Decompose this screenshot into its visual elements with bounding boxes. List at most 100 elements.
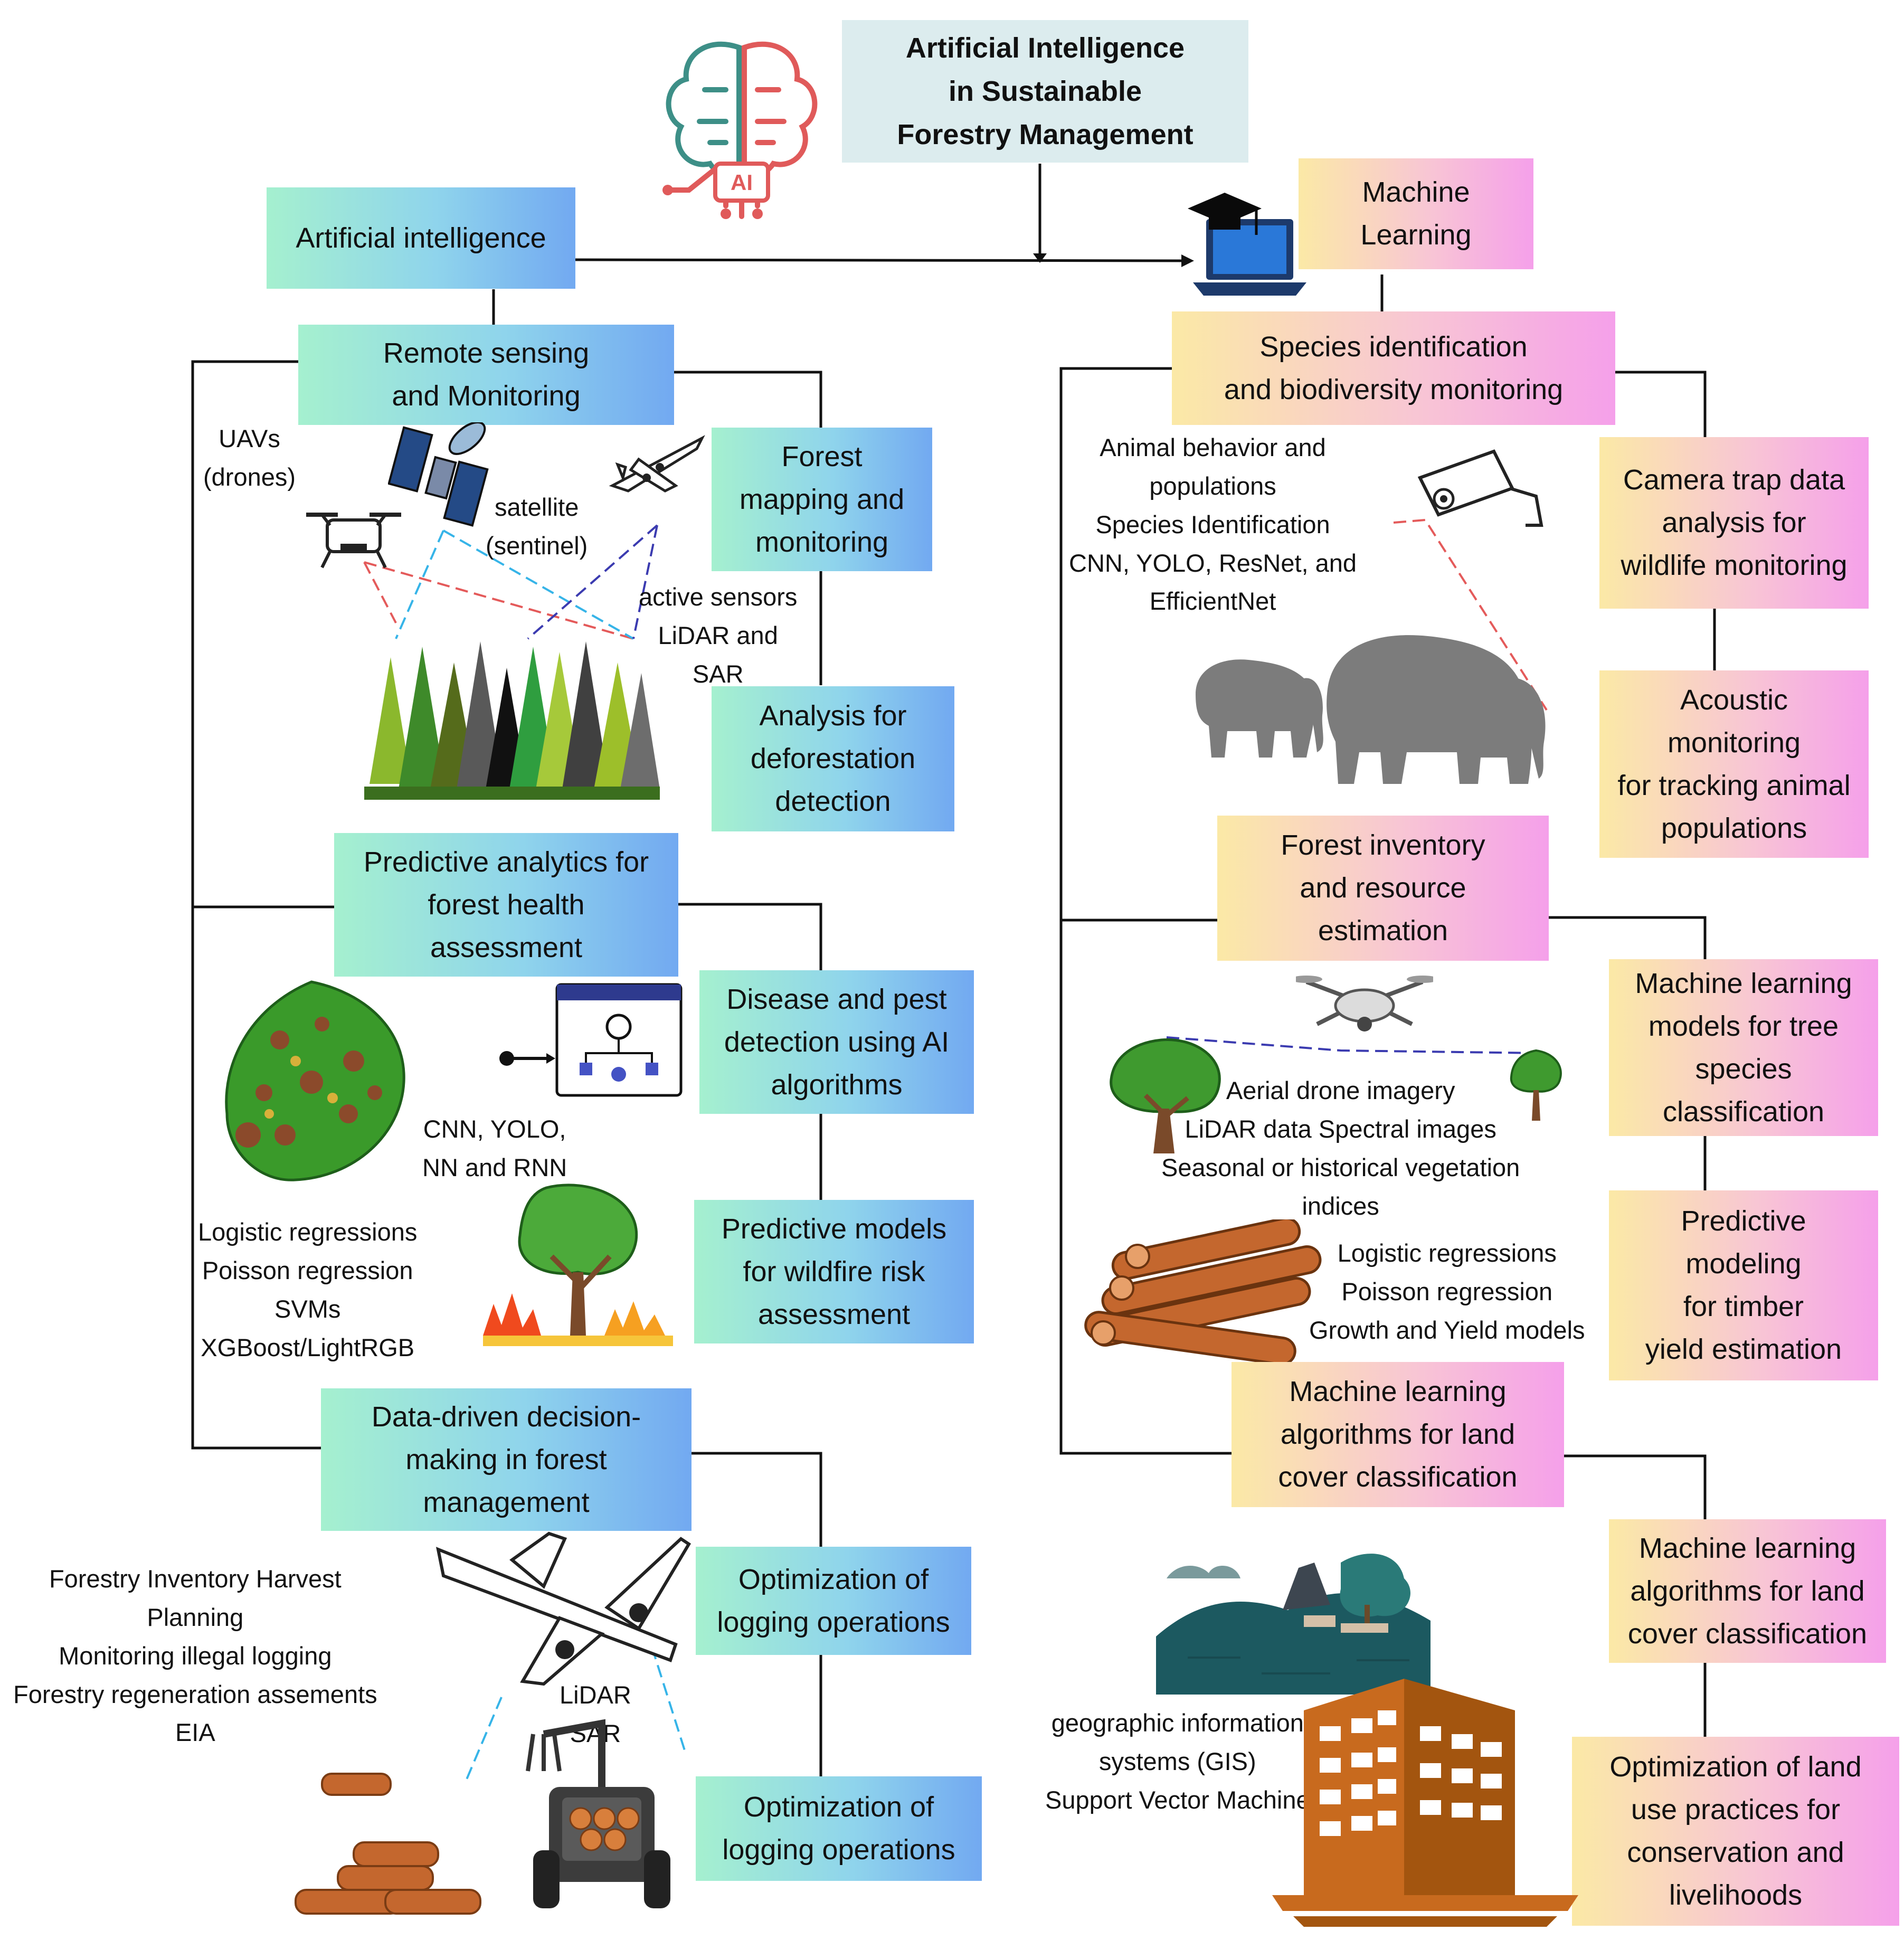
- logging-optimization-1-line-2: logging operations: [717, 1606, 950, 1638]
- aerial-imagery-line-1: Aerial drone imagery: [1226, 1076, 1455, 1104]
- forestry-uses-line-2: Planning: [147, 1603, 244, 1631]
- artificial-intelligence-node: Artificial intelligence: [267, 187, 575, 289]
- forest-inventory-line-2: and resource: [1300, 872, 1466, 904]
- acoustic-monitoring-line-4: populations: [1661, 812, 1807, 844]
- active-sensors-label: active sensors LiDAR and SAR: [639, 578, 797, 694]
- wildfire-risk-node: Predictive models for wildfire risk asse…: [694, 1200, 974, 1343]
- forest-mapping-node: Forest mapping and monitoring: [712, 428, 932, 571]
- tree-species-line-4: classification: [1662, 1095, 1825, 1128]
- forestry-uses-line-1: Forestry Inventory Harvest: [49, 1565, 342, 1593]
- security-camera-icon: [1417, 449, 1543, 527]
- land-cover-line-1: Machine learning: [1289, 1376, 1507, 1407]
- species-identification-line-1: Species identification: [1259, 330, 1528, 363]
- aerial-imagery-line-3: Seasonal or historical vegetation: [1161, 1153, 1520, 1181]
- predictive-analytics-node: Predictive analytics for forest health a…: [334, 833, 678, 977]
- remote-sensing-node: Remote sensing and Monitoring: [298, 325, 674, 425]
- logging-optimization-2-line-1: Optimization of: [743, 1791, 934, 1823]
- forest-inventory-line-1: Forest inventory: [1281, 829, 1485, 861]
- timber-logs-icon: [1084, 1219, 1322, 1362]
- camera-trap-line-1: Camera trap data: [1623, 464, 1845, 496]
- disease-pest-node: Disease and pest detection using AI algo…: [699, 970, 974, 1114]
- aerial-imagery-line-2: LiDAR data Spectral images: [1185, 1114, 1496, 1143]
- satellite-label: satellite (sentinel): [486, 488, 588, 565]
- remote-sensing-line-1: Remote sensing: [383, 337, 590, 369]
- land-cover-node: Machine learning algorithms for land cov…: [1232, 1362, 1564, 1507]
- tree-species-node: Machine learning models for tree species…: [1609, 959, 1878, 1136]
- machine-learning-line-1: Machine: [1362, 176, 1470, 208]
- forest-mapping-line-2: mapping and: [739, 483, 905, 515]
- land-use-line-3: conservation and: [1627, 1837, 1844, 1868]
- wildfire-risk-line-3: assessment: [757, 1298, 911, 1330]
- forest-inventory-node: Forest inventory and resource estimation: [1217, 816, 1549, 961]
- ai-brain-icon: AI: [662, 41, 818, 219]
- cargo-plane-icon: [435, 1531, 691, 1686]
- uavs-label: UAVs (drones): [203, 420, 296, 497]
- satellite-icon: [388, 422, 489, 527]
- logging-optimization-node-1: Optimization of logging operations: [696, 1547, 971, 1655]
- diseased-leaf-icon: [225, 980, 405, 1181]
- land-use-line-1: Optimization of land: [1609, 1751, 1862, 1783]
- species-identification-line-2: and biodiversity monitoring: [1224, 373, 1564, 405]
- land-cover-child-line-2: algorithms for land: [1630, 1575, 1865, 1607]
- timber-yield-line-2: modeling: [1685, 1248, 1802, 1280]
- acoustic-monitoring-line-2: monitoring: [1667, 726, 1801, 759]
- gis-line-1: geographic information: [1051, 1709, 1304, 1737]
- disease-pest-line-1: Disease and pest: [726, 983, 947, 1015]
- satellite-line-1: satellite: [494, 493, 579, 521]
- deforestation-node: Analysis for deforestation detection: [712, 686, 954, 831]
- title-line-3: Forestry Management: [897, 119, 1193, 151]
- satellite-line-2: (sentinel): [486, 531, 588, 560]
- building-icon: [1272, 1679, 1578, 1927]
- gis-label: geographic information systems (GIS) Sup…: [1045, 1704, 1310, 1820]
- cnn-yolo-line-1: CNN, YOLO,: [423, 1115, 566, 1143]
- wildfire-risk-line-2: for wildfire risk: [743, 1255, 925, 1288]
- camera-trap-line-2: analysis for: [1662, 507, 1806, 538]
- animal-behavior-label: Animal behavior and populations Species …: [1069, 429, 1357, 621]
- regressions-line-3: SVMs: [274, 1294, 341, 1323]
- landscape-icon: [1156, 1554, 1431, 1695]
- uavs-line-2: (drones): [203, 462, 296, 491]
- land-cover-child-line-3: cover classification: [1627, 1617, 1868, 1650]
- aerial-imagery-label: Aerial drone imagery LiDAR data Spectral…: [1161, 1072, 1520, 1225]
- land-cover-line-2: algorithms for land: [1280, 1418, 1515, 1450]
- animal-behavior-line-5: EfficientNet: [1149, 587, 1276, 616]
- logging-optimization-node-2: Optimization of logging operations: [696, 1776, 982, 1881]
- predictive-analytics-line-3: assessment: [430, 931, 583, 963]
- timber-yield-line-4: yield estimation: [1645, 1333, 1842, 1365]
- growth-models-line-3: Growth and Yield models: [1309, 1316, 1585, 1344]
- regressions-line-2: Poisson regression: [202, 1256, 413, 1284]
- timber-yield-line-1: Predictive: [1681, 1205, 1806, 1237]
- algorithm-flow-icon: [499, 983, 683, 1097]
- timber-yield-node: Predictive modeling for timber yield est…: [1609, 1190, 1878, 1380]
- forestry-uses-line-5: EIA: [175, 1718, 215, 1747]
- forestry-uses-label: Forestry Inventory Harvest Planning Moni…: [13, 1560, 377, 1752]
- forest-mapping-line-1: Forest: [781, 440, 863, 472]
- camera-trap-line-3: wildlife monitoring: [1621, 550, 1848, 581]
- wildfire-risk-line-1: Predictive models: [721, 1213, 947, 1245]
- tree-icon: [1110, 1038, 1221, 1153]
- forest-mapping-line-3: monitoring: [755, 526, 889, 558]
- disease-pest-line-3: algorithms: [771, 1068, 903, 1101]
- small-tree-icon: [1510, 1049, 1562, 1121]
- regressions-line-4: XGBoost/LightRGB: [201, 1333, 415, 1361]
- gis-line-3: Support Vector Machine: [1045, 1785, 1310, 1814]
- elephants-icon: [1196, 635, 1546, 784]
- artificial-intelligence-label: Artificial intelligence: [296, 222, 546, 254]
- log-loader-tractor-icon: [526, 1719, 670, 1908]
- svg-text:AI: AI: [731, 170, 753, 195]
- active-sensors-line-1: active sensors: [639, 583, 798, 611]
- quadcopter-icon: [1296, 976, 1433, 1031]
- land-use-line-4: livelihoods: [1669, 1879, 1803, 1911]
- forest-icon: [364, 641, 660, 800]
- active-sensors-line-2: LiDAR and: [658, 621, 778, 649]
- airplane-icon: [609, 435, 705, 493]
- acoustic-monitoring-node: Acoustic monitoring for tracking animal …: [1599, 670, 1869, 858]
- title-line-2: in Sustainable: [948, 75, 1142, 107]
- deforestation-line-2: deforestation: [750, 743, 916, 774]
- decision-making-line-1: Data-driven decision-: [371, 1400, 641, 1433]
- remote-sensing-line-2: and Monitoring: [392, 380, 581, 412]
- tree-species-line-1: Machine learning: [1635, 967, 1852, 999]
- title-line-1: Artificial Intelligence: [905, 32, 1185, 64]
- cnn-yolo-label: CNN, YOLO, NN and RNN: [422, 1110, 567, 1187]
- decision-making-line-2: making in forest: [405, 1443, 607, 1475]
